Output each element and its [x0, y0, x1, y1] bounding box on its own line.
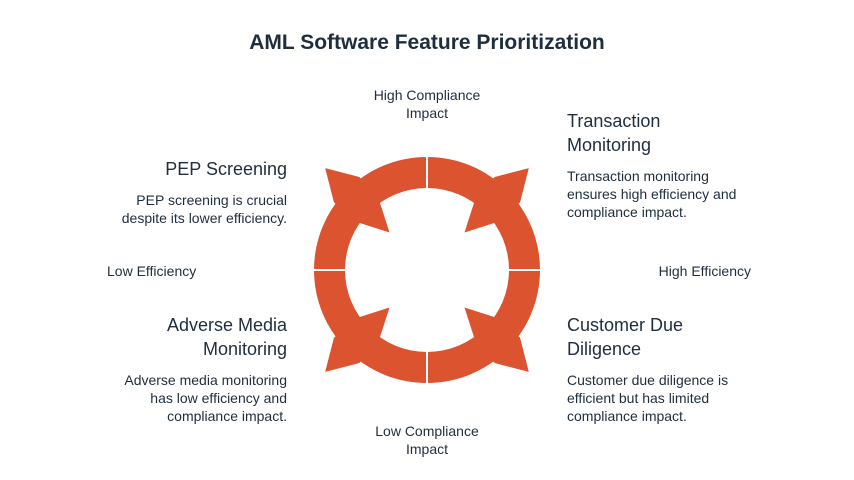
axis-label-bottom: Low Compliance Impact: [347, 422, 507, 458]
arrowhead-icon: [464, 307, 529, 372]
quadrant-desc-line: Adverse media monitoring: [124, 372, 287, 388]
quadrant-title: Customer Due: [567, 315, 684, 335]
arrowhead-icon: [464, 168, 529, 233]
axis-bottom-line: Low Compliance: [375, 423, 479, 439]
quadrant-title: PEP Screening: [165, 159, 287, 179]
quadrant-desc-line: Customer due diligence is: [567, 372, 729, 388]
axis-bottom-line: Impact: [405, 441, 448, 457]
quadrant-desc-line: has low efficiency and: [150, 390, 287, 406]
axis-top-line: Impact: [405, 105, 448, 121]
axis-label-top: High Compliance Impact: [347, 86, 507, 122]
quadrant-adverse-media-monitoring: Adverse Media Monitoring Adverse media m…: [124, 313, 287, 425]
axis-top-line: High Compliance: [373, 87, 481, 103]
quadrant-transaction-monitoring: Transaction Monitoring Transaction monit…: [567, 109, 736, 221]
arrowhead-icon: [325, 307, 390, 372]
quadrant-desc-line: compliance impact.: [567, 408, 687, 424]
quadrant-desc-line: compliance impact.: [567, 204, 687, 220]
axis-label-right: High Efficiency: [658, 263, 751, 279]
quadrant-customer-due-diligence: Customer Due Diligence Customer due dili…: [567, 313, 728, 425]
quadrant-desc-line: efficient but has limited: [567, 390, 710, 406]
quadrant-title: Diligence: [567, 339, 642, 359]
arrowhead-icon: [325, 168, 390, 233]
quadrant-title: Transaction: [567, 111, 661, 131]
quadrant-desc-line: PEP screening is crucial: [136, 192, 287, 208]
quadrant-pep-screening: PEP Screening PEP screening is crucial d…: [122, 157, 287, 227]
quadrant-desc-line: compliance impact.: [167, 408, 287, 424]
quadrant-title: Monitoring: [567, 135, 652, 155]
quadrant-title: Monitoring: [202, 339, 287, 359]
diagram-title: AML Software Feature Prioritization: [249, 31, 605, 54]
axis-label-left: Low Efficiency: [107, 263, 197, 279]
quadrant-desc-line: Transaction monitoring: [567, 168, 709, 184]
quadrant-desc-line: despite its lower efficiency.: [121, 210, 287, 226]
quadrant-desc-line: ensures high efficiency and: [567, 186, 737, 202]
quadrant-title: Adverse Media: [166, 315, 287, 335]
